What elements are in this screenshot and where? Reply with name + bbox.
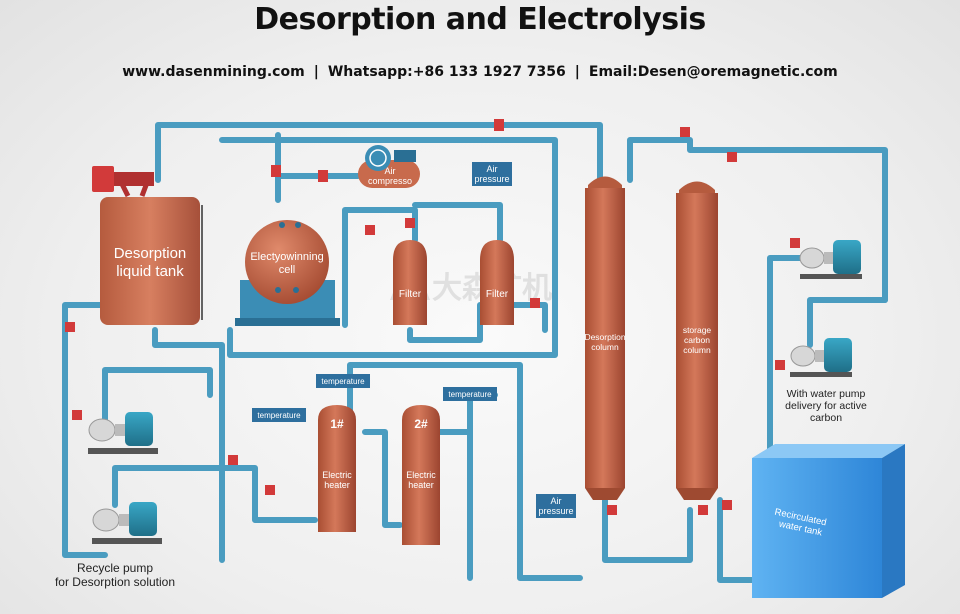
pipe-top-header bbox=[155, 122, 603, 183]
tag-temperature-1: temperature bbox=[252, 408, 306, 422]
compressor-label-1: Air bbox=[385, 166, 396, 176]
desorption-column-label-1: Desorption bbox=[584, 332, 625, 342]
tag-air-pressure-top: Air pressure bbox=[472, 162, 512, 186]
electrowinning-cell: Electyowinning cell bbox=[235, 220, 340, 326]
valve-icon bbox=[318, 170, 328, 182]
pipe-tank-bottom bbox=[152, 327, 225, 563]
temperature-2-text: temperature bbox=[321, 377, 365, 386]
page-title: Desorption and Electrolysis bbox=[254, 2, 706, 37]
recirculated-water-tank: Recirculated water tank bbox=[752, 444, 905, 598]
heater-2-number: 2# bbox=[414, 417, 428, 431]
pipe-pump3-feed bbox=[767, 255, 888, 453]
recycle-pump-caption-2: for Desorption solution bbox=[55, 575, 175, 589]
heater-2-label-1: Electric bbox=[406, 470, 436, 480]
heater-1-label-1: Electric bbox=[322, 470, 352, 480]
valve-icon bbox=[228, 455, 238, 465]
tag-air-pressure-bottom: Air pressure bbox=[536, 494, 576, 518]
valve-icon bbox=[405, 218, 415, 228]
filter-2-label: Filter bbox=[486, 289, 509, 300]
storage-column-label-3: column bbox=[683, 345, 711, 355]
pipe-pump2-line bbox=[112, 465, 318, 523]
storage-column-label-1: storage bbox=[683, 325, 712, 335]
air-pressure-top-1: Air bbox=[487, 164, 498, 174]
storage-column-label-2: carbon bbox=[684, 335, 710, 345]
desorption-tank-label-2: liquid tank bbox=[116, 263, 184, 280]
air-pressure-bottom-1: Air bbox=[551, 496, 562, 506]
contact-line: www.dasenmining.com | Whatsapp:+86 133 192… bbox=[0, 64, 960, 80]
pump-3 bbox=[799, 240, 862, 279]
whatsapp-text: Whatsapp:+86 133 1927 7356 bbox=[327, 64, 566, 80]
tag-temperature-2: temperature bbox=[316, 374, 370, 388]
pipe-top-column-2 bbox=[627, 137, 888, 303]
valve-icon bbox=[698, 505, 708, 515]
desorption-liquid-tank: Desorption liquid tank bbox=[92, 166, 203, 325]
valve-icon bbox=[530, 298, 540, 308]
recycle-pump-caption: Recycle pump for Desorption solution bbox=[55, 561, 175, 589]
valve-icon bbox=[494, 119, 504, 131]
pipe-column-base bbox=[467, 429, 693, 581]
cell-label-2: cell bbox=[279, 264, 296, 276]
valve-icon bbox=[727, 152, 737, 162]
email-text: Email:Desen@oremagnetic.com bbox=[588, 64, 838, 80]
cell-label-1: Electyowinning bbox=[250, 251, 323, 263]
separator-1: | bbox=[313, 64, 319, 80]
valve-icon bbox=[365, 225, 375, 235]
temperature-1-text: temperature bbox=[257, 411, 301, 420]
pump-4 bbox=[790, 338, 852, 377]
pump-2 bbox=[92, 502, 162, 544]
tag-temperature-3: temperature bbox=[443, 387, 497, 401]
filter-2: Filter bbox=[480, 240, 514, 325]
pipe-filter-outlet bbox=[407, 302, 548, 343]
valve-icon bbox=[607, 505, 617, 515]
desorption-tank-label-1: Desorption bbox=[114, 245, 187, 262]
pipe-left-return bbox=[62, 302, 108, 558]
valve-icon bbox=[722, 500, 732, 510]
electric-heater-2: 2# Electric heater bbox=[402, 405, 440, 545]
separator-2: | bbox=[574, 64, 580, 80]
filter-1-label: Filter bbox=[399, 289, 422, 300]
valves bbox=[65, 119, 800, 515]
valve-icon bbox=[72, 410, 82, 420]
storage-carbon-column: storage carbon column bbox=[676, 181, 718, 500]
filter-1: Filter bbox=[393, 240, 427, 325]
water-pump-caption-1: With water pump bbox=[787, 388, 866, 400]
heater-1-number: 1# bbox=[330, 417, 344, 431]
pipe-heater-link bbox=[362, 429, 403, 528]
air-pressure-bottom-2: pressure bbox=[538, 506, 573, 516]
temperature-3-text: temperature bbox=[448, 390, 492, 399]
valve-icon bbox=[775, 360, 785, 370]
valve-icon bbox=[271, 165, 281, 177]
desorption-column-label-2: column bbox=[591, 342, 619, 352]
water-pump-caption: With water pump delivery for active carb… bbox=[785, 388, 867, 424]
water-pump-caption-3: carbon bbox=[810, 412, 842, 424]
electric-heater-1: 1# Electric heater bbox=[318, 405, 356, 532]
recycle-pump-caption-1: Recycle pump bbox=[77, 561, 153, 575]
heater-1-label-2: heater bbox=[324, 480, 350, 490]
compressor-label-2: compresso bbox=[368, 176, 412, 186]
air-pressure-top-2: pressure bbox=[474, 174, 509, 184]
valve-icon bbox=[265, 485, 275, 495]
air-compressor: Air compresso bbox=[358, 145, 420, 188]
pipe-compressor-line bbox=[275, 132, 361, 203]
valve-icon bbox=[680, 127, 690, 137]
heater-2-label-2: heater bbox=[408, 480, 434, 490]
desorption-column: Desorption column bbox=[584, 176, 626, 500]
website-text: www.dasenmining.com bbox=[122, 64, 305, 80]
water-pump-caption-2: delivery for active bbox=[785, 400, 867, 412]
pipe-air-line bbox=[219, 137, 558, 358]
pipe-pump1-loop bbox=[102, 367, 213, 423]
valve-icon bbox=[65, 322, 75, 332]
valve-icon bbox=[790, 238, 800, 248]
pump-1 bbox=[88, 412, 158, 454]
